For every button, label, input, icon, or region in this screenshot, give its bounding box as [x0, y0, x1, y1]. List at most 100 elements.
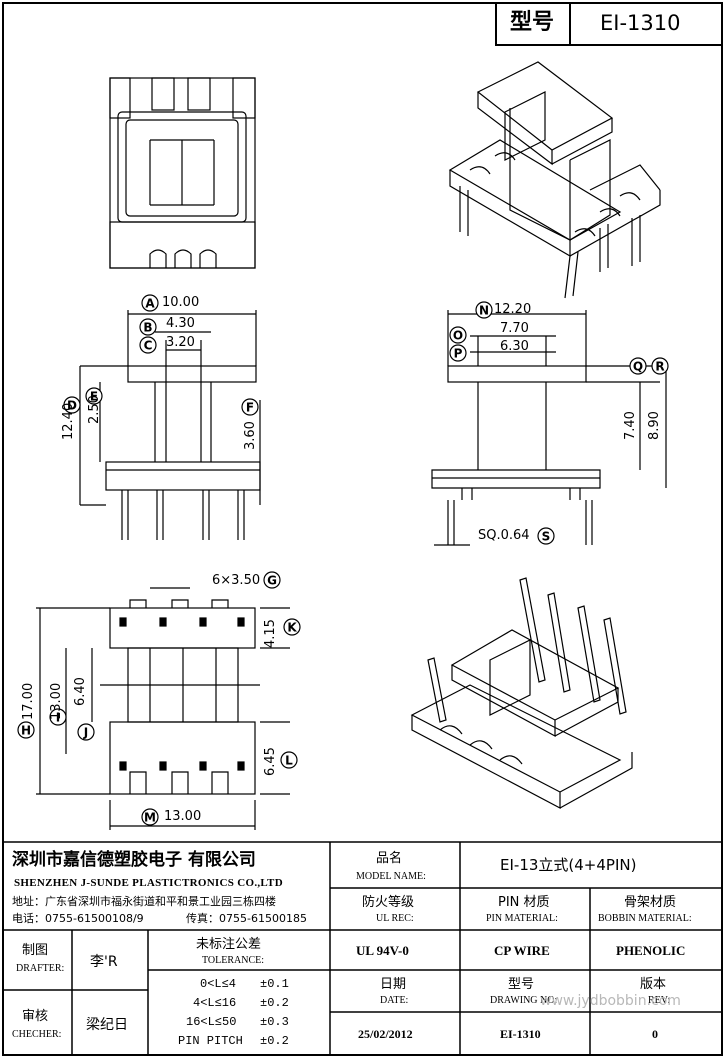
callout-circle-q	[629, 357, 647, 375]
callout-circle-e	[85, 387, 103, 405]
callout-letter-i: I	[56, 711, 60, 725]
rev-cn: 版本	[640, 977, 667, 992]
callout-letter-k: K	[287, 621, 297, 635]
dim-E: 2.50	[87, 395, 102, 424]
callout-letter-q: Q	[633, 360, 643, 374]
model-name-en: MODEL NAME:	[356, 871, 426, 882]
callout-letter-r: R	[655, 360, 664, 374]
title-block-grid	[3, 841, 722, 1055]
callout-letter-m: M	[144, 811, 156, 825]
drawing-no-cn: 型号	[508, 977, 535, 992]
tolerance-value-1: ±0.2	[260, 996, 289, 1010]
callout-circle-f	[241, 398, 259, 416]
company-phone: 电话：0755-61500108/9	[12, 912, 144, 925]
dim-R: 8.90	[647, 411, 662, 440]
isometric-view-2	[410, 577, 633, 809]
callout-circle-b	[139, 318, 157, 336]
callout-circle-l	[280, 751, 298, 769]
tolerance-range-2: 16<L≤50	[186, 1015, 237, 1029]
checker-en: CHECHER:	[12, 1029, 62, 1040]
callout-circle-c	[139, 336, 157, 354]
dim-G: 6×3.50	[212, 573, 261, 588]
side-view	[431, 310, 667, 546]
callout-letter-a: A	[145, 297, 155, 311]
callout-letter-e: E	[90, 390, 98, 404]
drafter-en: DRAFTER:	[16, 963, 65, 974]
dim-S: SQ.0.64	[478, 528, 530, 543]
dim-I: 13.00	[49, 682, 64, 720]
callout-letter-s: S	[542, 530, 551, 544]
ul-rec-cn: 防火等级	[362, 895, 415, 910]
date-cn: 日期	[380, 977, 407, 992]
date-en: DATE:	[380, 995, 409, 1006]
tolerance-value-2: ±0.3	[260, 1015, 289, 1029]
bobbin-material-value: PHENOLIC	[616, 943, 686, 958]
callout-circle-h	[17, 721, 35, 739]
dim-L: 6.45	[263, 747, 278, 776]
isometric-view-1	[448, 61, 661, 299]
dim-C: 3.20	[166, 335, 195, 350]
dim-F: 3.60	[243, 421, 258, 450]
header-type-value: EI-1310	[600, 11, 681, 35]
dim-D: 12.40	[61, 402, 76, 440]
dim-M: 13.00	[164, 809, 202, 824]
callout-circle-g	[263, 571, 281, 589]
callout-letter-p: P	[454, 347, 463, 361]
watermark: www.jydbobbin.com	[540, 993, 681, 1009]
checker-cn: 审核	[22, 1009, 49, 1024]
ul-rec-en: UL REC:	[376, 913, 414, 924]
callout-letter-n: N	[479, 304, 489, 318]
rev-en: REV:	[648, 995, 671, 1006]
callout-circle-m	[141, 808, 159, 826]
top-view	[109, 77, 256, 269]
callout-letter-l: L	[285, 754, 293, 768]
callout-circle-s	[537, 527, 555, 545]
header-box	[495, 2, 723, 46]
company-name-en: SHENZHEN J-SUNDE PLASTICTRONICS CO.,LTD	[14, 877, 283, 889]
tolerance-range-0: 0<L≤4	[200, 977, 237, 991]
dim-P: 6.30	[500, 339, 529, 354]
dim-B: 4.30	[166, 316, 195, 331]
dim-N: 12.20	[494, 302, 532, 317]
company-fax: 传真：0755-61500185	[186, 912, 307, 925]
callout-circle-a	[141, 294, 159, 312]
callout-letter-o: O	[453, 329, 463, 343]
callout-circle-i	[49, 708, 67, 726]
drafter-cn: 制图	[22, 943, 49, 958]
callout-letter-h: H	[21, 724, 31, 738]
model-name-value: EI-13立式(4+4PIN)	[500, 856, 637, 874]
tolerance-value-3: ±0.2	[260, 1034, 289, 1048]
drawing-no-value: EI-1310	[500, 1027, 541, 1041]
drawing-no-en: DRAWING NO:	[490, 995, 558, 1006]
company-name-cn: 深圳市嘉信德塑胶电子 有限公司	[12, 850, 256, 870]
drafter-value: 李'R	[90, 954, 118, 970]
dim-O: 7.70	[500, 321, 529, 336]
tolerance-range-1: 4<L≤16	[193, 996, 237, 1010]
date-value: 25/02/2012	[358, 1027, 413, 1041]
tolerance-value-0: ±0.1	[260, 977, 289, 991]
dim-Q: 7.40	[623, 411, 638, 440]
tolerance-range-3: PIN PITCH	[178, 1034, 243, 1048]
dim-H: 17.00	[21, 682, 36, 720]
callout-letter-j: J	[83, 726, 88, 740]
bobbin-material-en: BOBBIN MATERIAL:	[598, 913, 692, 924]
callout-circle-o	[449, 326, 467, 344]
callout-letter-f: F	[246, 401, 254, 415]
dim-J: 6.40	[73, 677, 88, 706]
ul-rec-value: UL 94V-0	[356, 943, 409, 958]
tolerance-cn: 未标注公差	[196, 937, 262, 952]
company-address: 地址：广东省深圳市福永街道和平和景工业园三栋四楼	[12, 895, 276, 908]
bottom-view	[36, 587, 290, 830]
callout-circle-k	[283, 618, 301, 636]
callout-circle-p	[449, 344, 467, 362]
dim-A: 10.00	[162, 295, 200, 310]
dim-K: 4.15	[263, 619, 278, 648]
callout-letter-d: D	[67, 399, 77, 413]
callout-circle-d	[63, 396, 81, 414]
callout-circle-r	[651, 357, 669, 375]
pin-material-value: CP WIRE	[494, 943, 550, 958]
